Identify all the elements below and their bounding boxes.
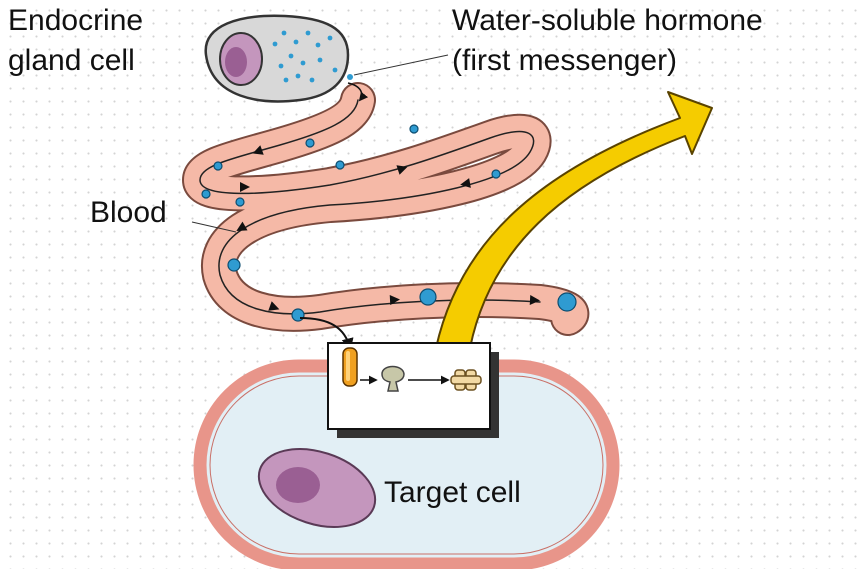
label-hormone-line1: Water-soluble hormone	[452, 4, 763, 37]
label-target-cell: Target cell	[384, 476, 521, 509]
membrane-receptor-icon	[342, 347, 358, 387]
cellular-response-arrow	[435, 91, 713, 349]
second-messenger-icon	[450, 369, 482, 391]
blood-vessel	[182, 82, 590, 351]
blood-flow-line	[199, 99, 541, 315]
flow-arrows	[236, 145, 540, 311]
hormone-granules	[272, 30, 338, 83]
signal-transduction-inset	[327, 342, 499, 438]
label-blood: Blood	[90, 196, 167, 229]
enzyme-icon	[381, 365, 405, 392]
blood-vessel-lumen	[184, 84, 588, 334]
blood-leader-line	[191, 221, 237, 233]
target-nucleus	[257, 448, 377, 528]
label-endocrine-line1: Endocrine	[8, 4, 143, 37]
endocrine-cell-icon	[204, 14, 369, 103]
target-cell	[193, 359, 620, 569]
label-hormone-line2: (first messenger)	[452, 44, 677, 77]
hormone-leader-line	[353, 54, 449, 76]
label-endocrine-line2: gland cell	[8, 44, 135, 77]
